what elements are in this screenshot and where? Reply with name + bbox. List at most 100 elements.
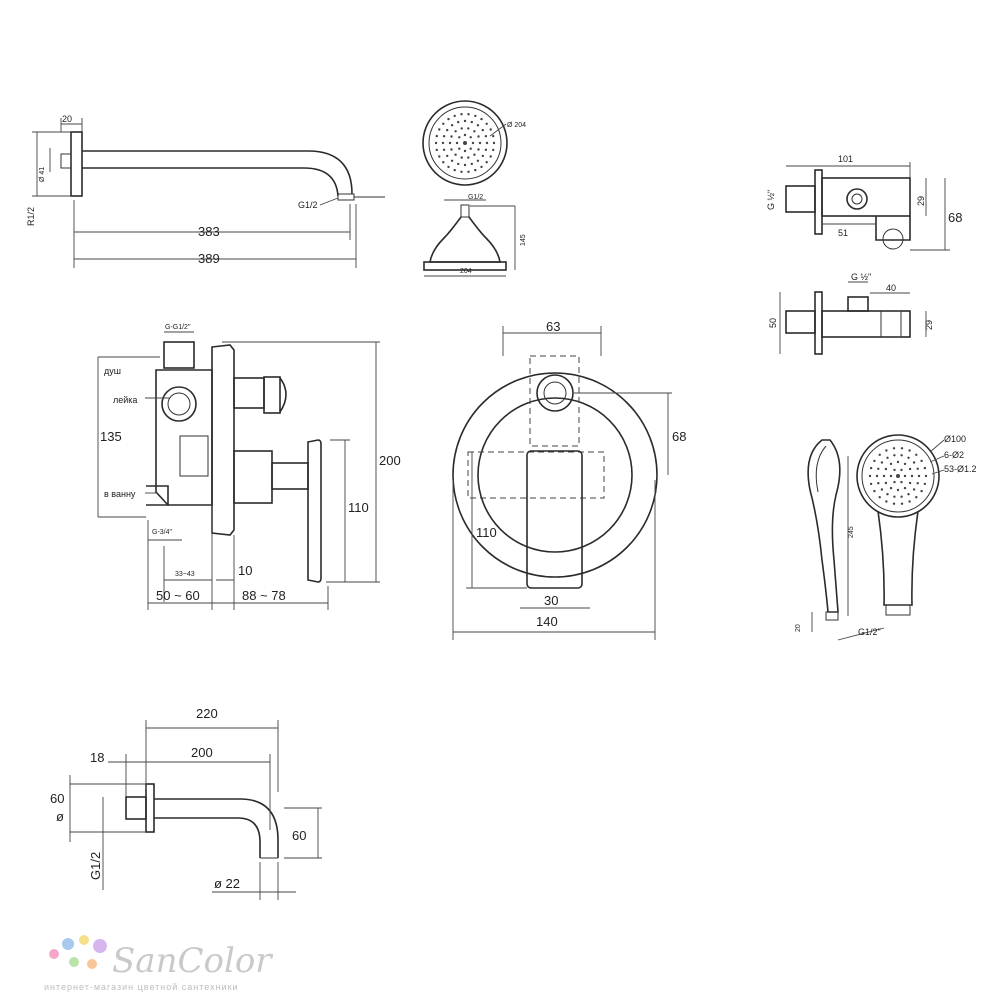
nozzle-hole	[480, 165, 483, 169]
nozzle-hole	[441, 141, 445, 145]
nozzle-hole	[448, 141, 452, 145]
mixer-d200: 200	[379, 453, 401, 468]
nozzle-hole	[912, 461, 916, 464]
mixer-d10: 10	[238, 563, 252, 578]
mixer-d50-60: 50 ~ 60	[156, 588, 200, 603]
front-d63: 63	[546, 319, 560, 334]
nozzle-hole	[893, 468, 896, 472]
hand-shower-holes	[868, 447, 928, 505]
wall-outlet-drawing: 101 29 68 51 G ½" G ½" 40 50 29	[766, 154, 962, 355]
nozzle-hole	[877, 467, 880, 470]
nozzle-hole	[889, 462, 893, 466]
spout-d22: ø 22	[214, 876, 240, 891]
arm-thread-r12: R1/2	[26, 207, 36, 226]
nozzle-hole	[908, 467, 912, 471]
nozzle-hole	[450, 135, 453, 138]
nozzle-hole	[915, 496, 918, 499]
nozzle-hole	[481, 128, 484, 132]
nozzle-hole	[875, 474, 879, 478]
nozzle-hole	[453, 168, 456, 172]
nozzle-hole	[892, 447, 896, 450]
nozzle-hole	[869, 482, 873, 486]
nozzle-hole	[900, 447, 904, 450]
nozzle-hole	[920, 459, 923, 463]
nozzle-hole	[460, 156, 463, 159]
shower-head-holes	[434, 113, 496, 173]
spout-d60a: 60	[50, 791, 64, 806]
nozzle-hole	[873, 459, 876, 463]
nozzle-hole	[454, 130, 457, 133]
mixer-side-drawing: G-G1/2" душ лейка в ванну 135 200 110 G-…	[97, 324, 401, 610]
nozzle-hole	[908, 449, 911, 452]
outlet-d101: 101	[838, 154, 853, 164]
nozzle-hole	[463, 149, 467, 153]
nozzle-hole	[455, 141, 459, 145]
nozzle-hole	[900, 480, 903, 484]
nozzle-hole	[484, 148, 488, 151]
hand-thread: G1/2"	[858, 627, 881, 637]
outlet-d50: 50	[768, 318, 778, 328]
nozzle-hole	[476, 124, 480, 127]
brand-dot	[62, 938, 74, 950]
nozzle-hole	[896, 474, 900, 478]
outlet-d68: 68	[948, 210, 962, 225]
nozzle-hole	[434, 141, 438, 145]
nozzle-hole	[886, 456, 889, 459]
nozzle-hole	[889, 486, 893, 490]
mixer-d135: 135	[100, 429, 122, 444]
nozzle-hole	[457, 162, 460, 166]
nozzle-hole	[878, 453, 881, 456]
nozzle-hole	[900, 502, 904, 505]
nozzle-hole	[893, 495, 896, 498]
nozzle-hole	[473, 130, 476, 133]
nozzle-hole	[474, 168, 477, 172]
nozzle-hole	[442, 122, 445, 126]
head-thread: G1/2	[468, 194, 483, 201]
spout-d220: 220	[196, 706, 218, 721]
nozzle-hole	[469, 136, 472, 139]
nozzle-hole	[892, 502, 896, 505]
spout-d200: 200	[191, 745, 213, 760]
nozzle-hole	[446, 128, 449, 132]
nozzle-hole	[442, 135, 446, 138]
nozzle-hole	[467, 156, 470, 159]
nozzle-hole	[907, 493, 910, 496]
nozzle-hole	[474, 114, 477, 118]
nozzle-hole	[893, 454, 896, 457]
nozzle-hole	[884, 481, 888, 485]
nozzle-hole	[900, 454, 903, 457]
nozzle-hole	[878, 496, 881, 499]
mixer-label-hand: лейка	[113, 395, 137, 405]
arm-d389: 389	[198, 251, 220, 266]
outlet-thread2: G ½"	[851, 272, 871, 282]
nozzle-hole	[923, 466, 927, 470]
mixer-d88-78: 88 ~ 78	[242, 588, 286, 603]
arm-d383: 383	[198, 224, 220, 239]
mixer-bottom-thread: G-3/4"	[152, 529, 173, 536]
nozzle-hole	[446, 154, 449, 158]
nozzle-hole	[453, 114, 456, 118]
nozzle-hole	[485, 122, 488, 126]
nozzle-hole	[458, 136, 461, 139]
spout-thread: G1/2	[88, 852, 103, 880]
nozzle-hole	[442, 161, 445, 164]
nozzle-hole	[463, 133, 467, 137]
nozzle-hole	[473, 153, 476, 156]
mixer-front-drawing: 63 68 110 30 140	[452, 319, 686, 640]
outlet-d51: 51	[838, 228, 848, 238]
nozzle-hole	[477, 148, 480, 151]
nozzle-hole	[489, 128, 492, 131]
brand-name: SanColor	[112, 941, 273, 981]
nozzle-hole	[489, 155, 492, 158]
nozzle-hole	[463, 141, 467, 145]
nozzle-hole	[492, 134, 495, 138]
brand-dot	[93, 939, 107, 953]
nozzle-hole	[903, 474, 907, 478]
arm-d-small: Ø 41	[39, 167, 46, 182]
nozzle-hole	[450, 148, 453, 151]
nozzle-hole	[467, 127, 470, 130]
nozzle-hole	[882, 474, 886, 478]
mixer-label-shower: душ	[104, 366, 121, 376]
nozzle-hole	[880, 461, 884, 464]
hand-length: 245	[848, 526, 855, 538]
